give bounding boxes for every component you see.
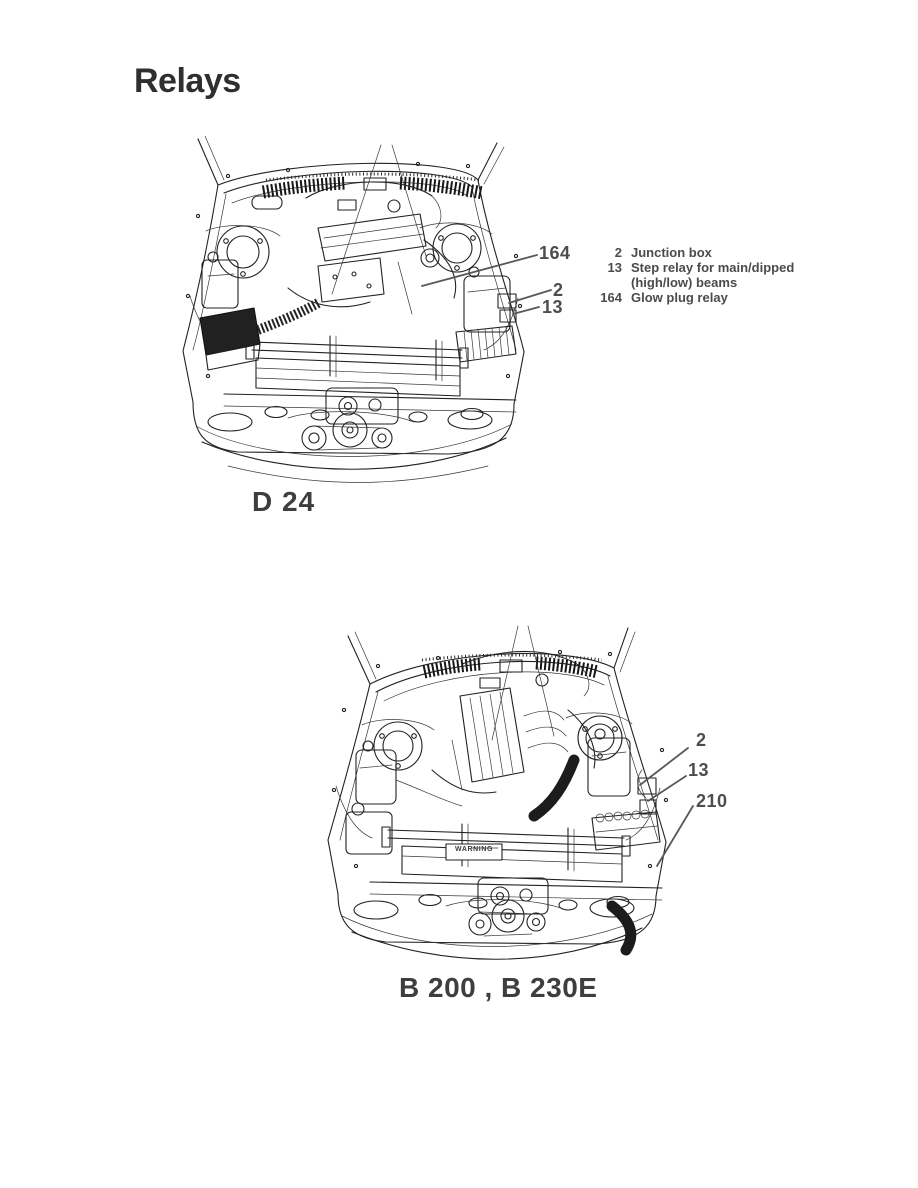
air-cleaner-box xyxy=(199,297,323,371)
callout-13: 13 xyxy=(542,297,564,317)
hood-prop-rods xyxy=(491,625,555,741)
radiator-and-crossmember xyxy=(369,823,663,915)
strut-tower-left xyxy=(205,225,281,279)
legend-item: 164 Glow plug relay xyxy=(598,289,828,306)
cowl-vents xyxy=(261,172,485,200)
left-reservoirs xyxy=(345,740,463,855)
bolt-details xyxy=(331,649,669,869)
legend-item-number: 164 xyxy=(600,289,622,305)
strut-tower-right xyxy=(565,712,633,761)
right-accessories xyxy=(455,266,517,363)
legend-item-label: Step relay for main/dipped xyxy=(631,259,795,275)
d24-engine-bay-illustration xyxy=(182,136,552,483)
left-reservoirs xyxy=(201,195,283,309)
radiator-and-crossmember xyxy=(223,335,517,425)
callout-leader-lines xyxy=(421,254,552,315)
car-body-outline xyxy=(182,136,525,483)
callout-leader-lines xyxy=(639,747,694,867)
legend-item-label: Glow plug relay xyxy=(631,289,728,305)
callout-164: 164 xyxy=(539,243,571,263)
engine-block xyxy=(287,181,457,315)
strut-tower-left xyxy=(361,719,435,771)
strut-tower-right xyxy=(419,222,493,273)
fan-pulleys xyxy=(445,899,637,956)
cowl-vents xyxy=(421,653,603,679)
callout-2: 2 xyxy=(696,730,707,750)
legend-item-label-line2: (high/low) beams xyxy=(631,274,738,290)
callout-13: 13 xyxy=(688,760,710,780)
page-title: Relays xyxy=(134,62,241,100)
bolt-details xyxy=(185,161,523,379)
fan-pulleys xyxy=(287,411,415,451)
figure-caption-b200: B 200 , B 230E xyxy=(399,972,598,1003)
warning-label: WARNING xyxy=(455,846,494,853)
legend-item: 13 Step relay for main/dipped xyxy=(598,259,828,276)
legend-item: 2 Junction box xyxy=(598,245,828,261)
hood-prop-rods xyxy=(331,144,427,295)
right-accessories xyxy=(587,728,661,851)
legend-item-number: 13 xyxy=(607,259,622,275)
legend-item-number: 2 xyxy=(614,245,622,260)
engine-block xyxy=(431,650,596,822)
b200-engine-bay-illustration xyxy=(327,625,694,960)
callout-2: 2 xyxy=(553,280,564,300)
legend: 2 Junction box 13 Step relay for main/di… xyxy=(598,245,828,306)
callout-210: 210 xyxy=(696,791,728,811)
legend-item-label: Junction box xyxy=(631,245,712,260)
legend-item-continuation: (high/low) beams xyxy=(598,274,828,291)
figure-caption-d24: D 24 xyxy=(252,486,316,517)
